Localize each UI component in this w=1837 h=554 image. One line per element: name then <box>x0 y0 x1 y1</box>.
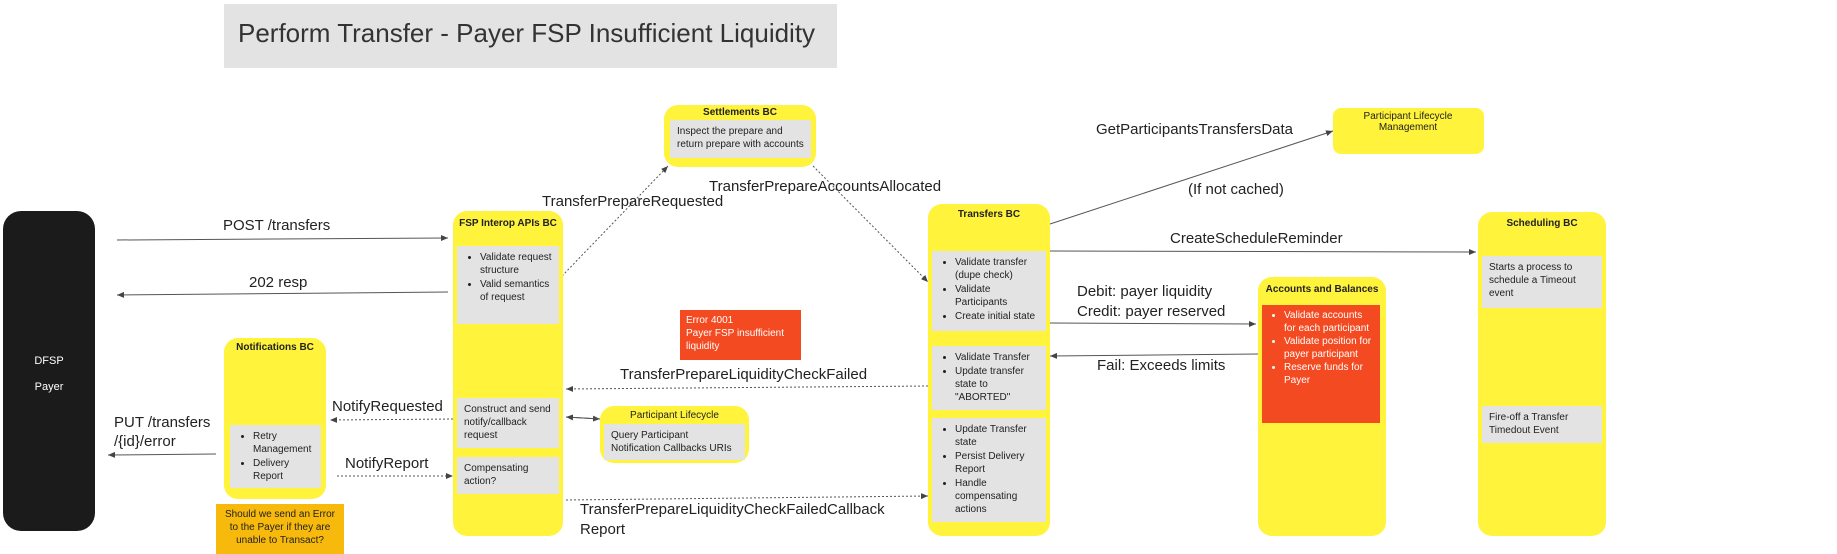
transfers-item: Create initial state <box>955 310 1039 323</box>
transfers-box-3: Update Transfer state Persist Delivery R… <box>932 418 1046 522</box>
fsp-validate-box: Validate request structure Valid semanti… <box>457 246 559 324</box>
transfers-item: Validate Participants <box>955 283 1039 309</box>
error-code: Error 4001 <box>686 315 734 326</box>
accounts-item: Reserve funds for Payer <box>1284 361 1374 387</box>
transfers-box-1: Validate transfer (dupe check) Validate … <box>932 251 1046 331</box>
resp-202-arrow <box>116 291 449 298</box>
liquidity-callback-arrow <box>565 493 929 501</box>
transfers-item: Update Transfer state <box>955 423 1039 449</box>
transfers-item: Validate Transfer <box>955 351 1039 364</box>
scheduling-box-2: Fire-off a Transfer Timedout Event <box>1482 406 1602 443</box>
label-create-reminder: CreateScheduleReminder <box>1170 230 1343 247</box>
accounts-item: Validate position for payer participant <box>1284 335 1374 361</box>
label-put-transfers: PUT /transfers /{id}/error <box>114 413 210 451</box>
create-reminder-arrow <box>1049 248 1477 255</box>
dfsp-label-line2: Payer <box>34 381 64 393</box>
settlements-heading: Settlements BC <box>703 107 777 118</box>
label-notify-requested: NotifyRequested <box>332 398 443 415</box>
label-debit-credit: Debit: payer liquidity Credit: payer res… <box>1077 282 1225 322</box>
label-fail-limits: Fail: Exceeds limits <box>1097 357 1226 374</box>
transfers-item: Validate transfer (dupe check) <box>955 256 1039 282</box>
label-put-transfers-line1: PUT /transfers <box>114 414 211 431</box>
page-title: Perform Transfer - Payer FSP Insufficien… <box>238 18 816 48</box>
accounts-item: Validate accounts for each participant <box>1284 309 1374 335</box>
notifications-item: Retry Management <box>253 430 314 456</box>
accounts-balances-heading: Accounts and Balances BC <box>1265 284 1379 295</box>
get-participants-arrow <box>1049 130 1334 225</box>
title-box <box>224 4 837 68</box>
label-credit: Credit: payer reserved <box>1077 303 1226 320</box>
dfsp-label-line1: DFSP <box>34 355 64 367</box>
liquidity-failed-arrow <box>565 385 929 392</box>
error-note: Error 4001 Payer FSP insufficient liquid… <box>680 310 801 360</box>
label-get-participants: GetParticipantsTransfersData <box>1096 121 1294 138</box>
participant-lifecycle-heading: Participant Lifecycle <box>630 410 719 421</box>
notify-requested-arrow <box>329 416 454 423</box>
label-liquidity-callback-line2: Report <box>580 521 626 538</box>
post-transfers-arrow <box>116 235 449 242</box>
scheduling-heading: Scheduling BC <box>1506 218 1578 229</box>
label-post-transfers: POST /transfers <box>223 217 331 234</box>
notifications-heading: Notifications BC <box>236 342 314 353</box>
notifications-box: Retry Management Delivery Report <box>230 425 321 488</box>
debit-credit-arrow <box>1049 320 1257 327</box>
fsp-interop-heading: FSP Interop APIs BC <box>459 218 557 229</box>
label-liquidity-callback: TransferPrepareLiquidityCheckFailedCallb… <box>580 500 885 540</box>
question-note: Should we send an Error to the Payer if … <box>216 504 344 554</box>
prepare-requested-arrow <box>561 165 669 277</box>
fail-limits-arrow <box>1049 352 1259 359</box>
label-debit: Debit: payer liquidity <box>1077 283 1213 300</box>
label-liquidity-failed: TransferPrepareLiquidityCheckFailed <box>620 366 868 383</box>
label-put-transfers-line2: /{id}/error <box>114 433 176 450</box>
participant-lifecycle-mgmt-node <box>1333 108 1484 154</box>
transfers-box-2: Validate Transfer Update transfer state … <box>932 346 1046 410</box>
transfers-item: Handle compensating actions <box>955 477 1039 516</box>
participant-lifecycle-mgmt-heading: Participant Lifecycle Management <box>1363 111 1453 133</box>
fsp-validate-item: Valid semantics of request <box>480 278 552 304</box>
prepare-allocated-arrow <box>812 165 929 283</box>
transfers-item: Update transfer state to "ABORTED" <box>955 365 1039 404</box>
transfers-heading: Transfers BC <box>957 209 1021 220</box>
accounts-balances-box: Validate accounts for each participant V… <box>1262 305 1380 423</box>
label-prepare-allocated: TransferPrepareAccountsAllocated <box>709 178 942 195</box>
notifications-item: Delivery Report <box>253 457 314 483</box>
label-liquidity-callback-line1: TransferPrepareLiquidityCheckFailedCallb… <box>580 501 885 518</box>
participant-lifecycle-box: Query Participant Notification Callbacks… <box>604 424 745 460</box>
label-202-resp: 202 resp <box>249 274 308 291</box>
fsp-validate-item: Validate request structure <box>480 251 552 277</box>
settlements-box: Inspect the prepare and return prepare w… <box>670 120 811 158</box>
dfsp-payer-node <box>3 211 95 531</box>
transfers-item: Persist Delivery Report <box>955 450 1039 476</box>
dfsp-label: DFSP Payer <box>3 348 95 400</box>
scheduling-box-1: Starts a process to schedule a Timeout e… <box>1482 256 1602 308</box>
put-error-arrow <box>107 451 217 458</box>
error-message: Payer FSP insufficient liquidity <box>686 328 785 352</box>
label-prepare-requested: TransferPrepareRequested <box>542 193 724 210</box>
label-not-cached: (If not cached) <box>1188 181 1284 198</box>
fsp-compensating-box: Compensating action? <box>457 457 559 494</box>
fsp-construct-box: Construct and send notify/callback reque… <box>457 398 559 448</box>
label-notify-report: NotifyReport <box>345 455 429 472</box>
